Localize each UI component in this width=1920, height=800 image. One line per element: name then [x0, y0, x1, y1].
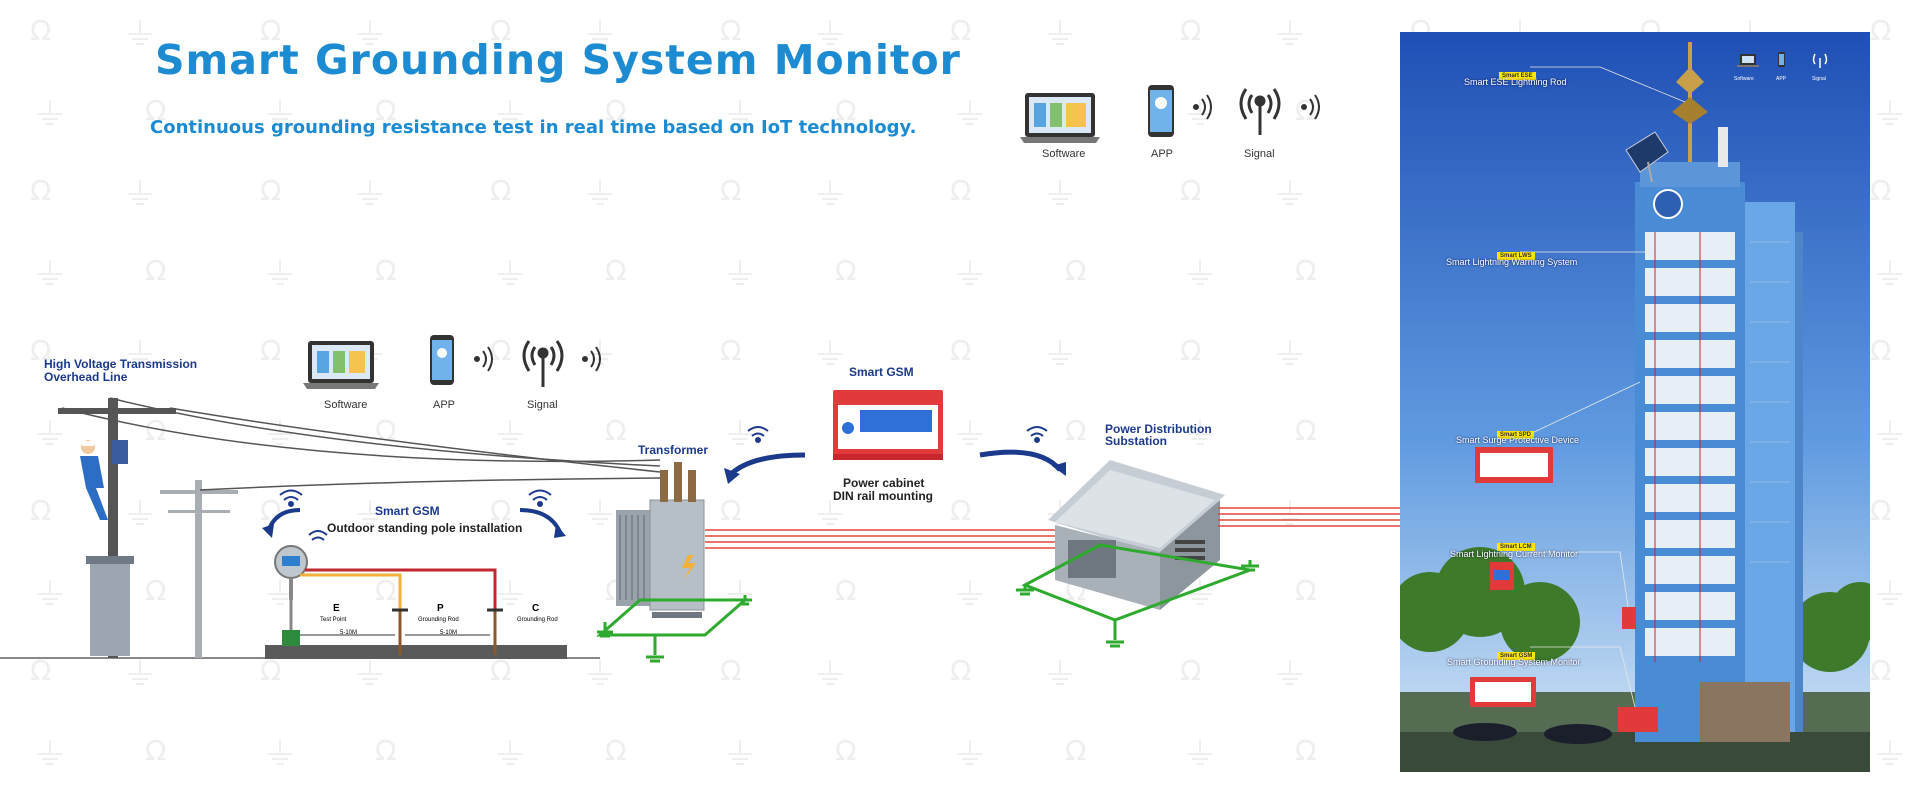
network-scene [0, 390, 1400, 663]
overhead-lines [61, 397, 661, 491]
secondary-pole [160, 480, 238, 658]
distance-1-label: 5-10M [340, 630, 358, 636]
tag-lws: Smart LWS [1497, 244, 1535, 262]
cabinet-label: Power cabinet [843, 476, 925, 490]
curved-arrow [728, 452, 806, 477]
laptop-icon [1737, 54, 1759, 67]
test-point-label: Test Point [320, 617, 347, 623]
grounding-rod-c-label: Grounding Rod [517, 617, 558, 623]
tower-label-lcm: Smart Lightning Current Monitor [1450, 549, 1579, 559]
antenna-icon [1812, 53, 1828, 68]
smart-gsm-cabinet-device [833, 390, 943, 460]
antenna-icon [522, 340, 564, 387]
pole-install-label: Outdoor standing pole installation [327, 521, 523, 535]
tower-app-label: APP [1776, 76, 1787, 82]
hv-line-label: High Voltage Transmission [44, 357, 198, 371]
power-lines [705, 529, 1060, 549]
wifi-waves-icon [582, 346, 601, 372]
laptop-icon [1020, 93, 1100, 143]
left-app-label: APP [433, 399, 456, 411]
tower-label-lws: Smart Lightning Warning System [1446, 257, 1578, 267]
smart-gsm-cabinet-label: Smart GSM [849, 365, 914, 379]
electrode-e-label: E [333, 603, 340, 614]
page-title: Smart Grounding System Monitor [155, 36, 961, 84]
power-lines [1218, 507, 1400, 527]
curved-arrow [979, 449, 1062, 472]
car [1544, 724, 1612, 744]
phone-icon [1148, 85, 1174, 137]
electrode-c-label: C [532, 603, 540, 614]
tower-panel [1400, 32, 1870, 772]
tower-label-spd: Smart Surge Protective Device [1456, 435, 1580, 445]
distance-2-label: 5-10M [440, 630, 458, 636]
wifi-icon [1026, 426, 1048, 443]
tag-lcm: Smart LCM [1497, 535, 1535, 553]
substation-label: Power Distribution [1105, 422, 1212, 436]
ese-lightning-rod [1672, 42, 1708, 162]
smart-gsm-pole-label: Smart GSM [375, 504, 440, 518]
left-software-label: Software [324, 399, 368, 411]
grounding-rod-p-label: Grounding Rod [418, 617, 459, 623]
wifi-icon [528, 489, 552, 507]
transformer [616, 462, 705, 618]
tower-building [1635, 162, 1803, 742]
transformer-label: Transformer [638, 443, 709, 457]
grounding-test-site [265, 545, 567, 659]
top-signal-label: Signal [1244, 148, 1275, 160]
tag-ese: Smart ESE [1499, 64, 1536, 82]
curved-arrow [519, 508, 562, 533]
tower-label-gsm: Smart Grounding System Monitor [1447, 657, 1581, 667]
left-signal-label: Signal [527, 399, 558, 411]
wifi-icon [747, 426, 769, 443]
utility-pole [58, 398, 176, 658]
wifi-icon [308, 530, 328, 541]
tower-software-label: Software [1734, 76, 1754, 82]
page-subtitle: Continuous grounding resistance test in … [150, 117, 917, 138]
solar-panel [1625, 131, 1669, 183]
wifi-waves-icon [1301, 94, 1320, 120]
electrode-p-label: P [437, 603, 444, 614]
antenna-icon [1239, 88, 1281, 135]
tag-spd: Smart SPD [1497, 423, 1535, 441]
tower-signal-label: Signal [1812, 76, 1826, 82]
tower-label-ese: Smart ESE Lightning Rod [1464, 77, 1567, 87]
top-software-label: Software [1042, 148, 1086, 160]
ground-symbol-icon [597, 595, 752, 663]
wifi-waves-icon [474, 346, 493, 372]
lineman-figure [80, 440, 108, 520]
top-icon-group [1020, 85, 1320, 143]
left-icon-group [303, 335, 601, 389]
wifi-icon [279, 489, 303, 507]
din-label: DIN rail mounting [833, 489, 933, 503]
hv-line-label-2: Overhead Line [44, 370, 128, 384]
phone-icon [1778, 52, 1785, 67]
ground-symbol-icon [1016, 560, 1259, 648]
top-app-label: APP [1151, 148, 1174, 160]
laptop-icon [303, 341, 379, 389]
phone-icon [430, 335, 454, 385]
wifi-waves-icon [1193, 94, 1212, 120]
substation-label-2: Substation [1105, 434, 1167, 448]
tag-gsm: Smart GSM [1497, 644, 1536, 662]
car [1453, 723, 1517, 741]
